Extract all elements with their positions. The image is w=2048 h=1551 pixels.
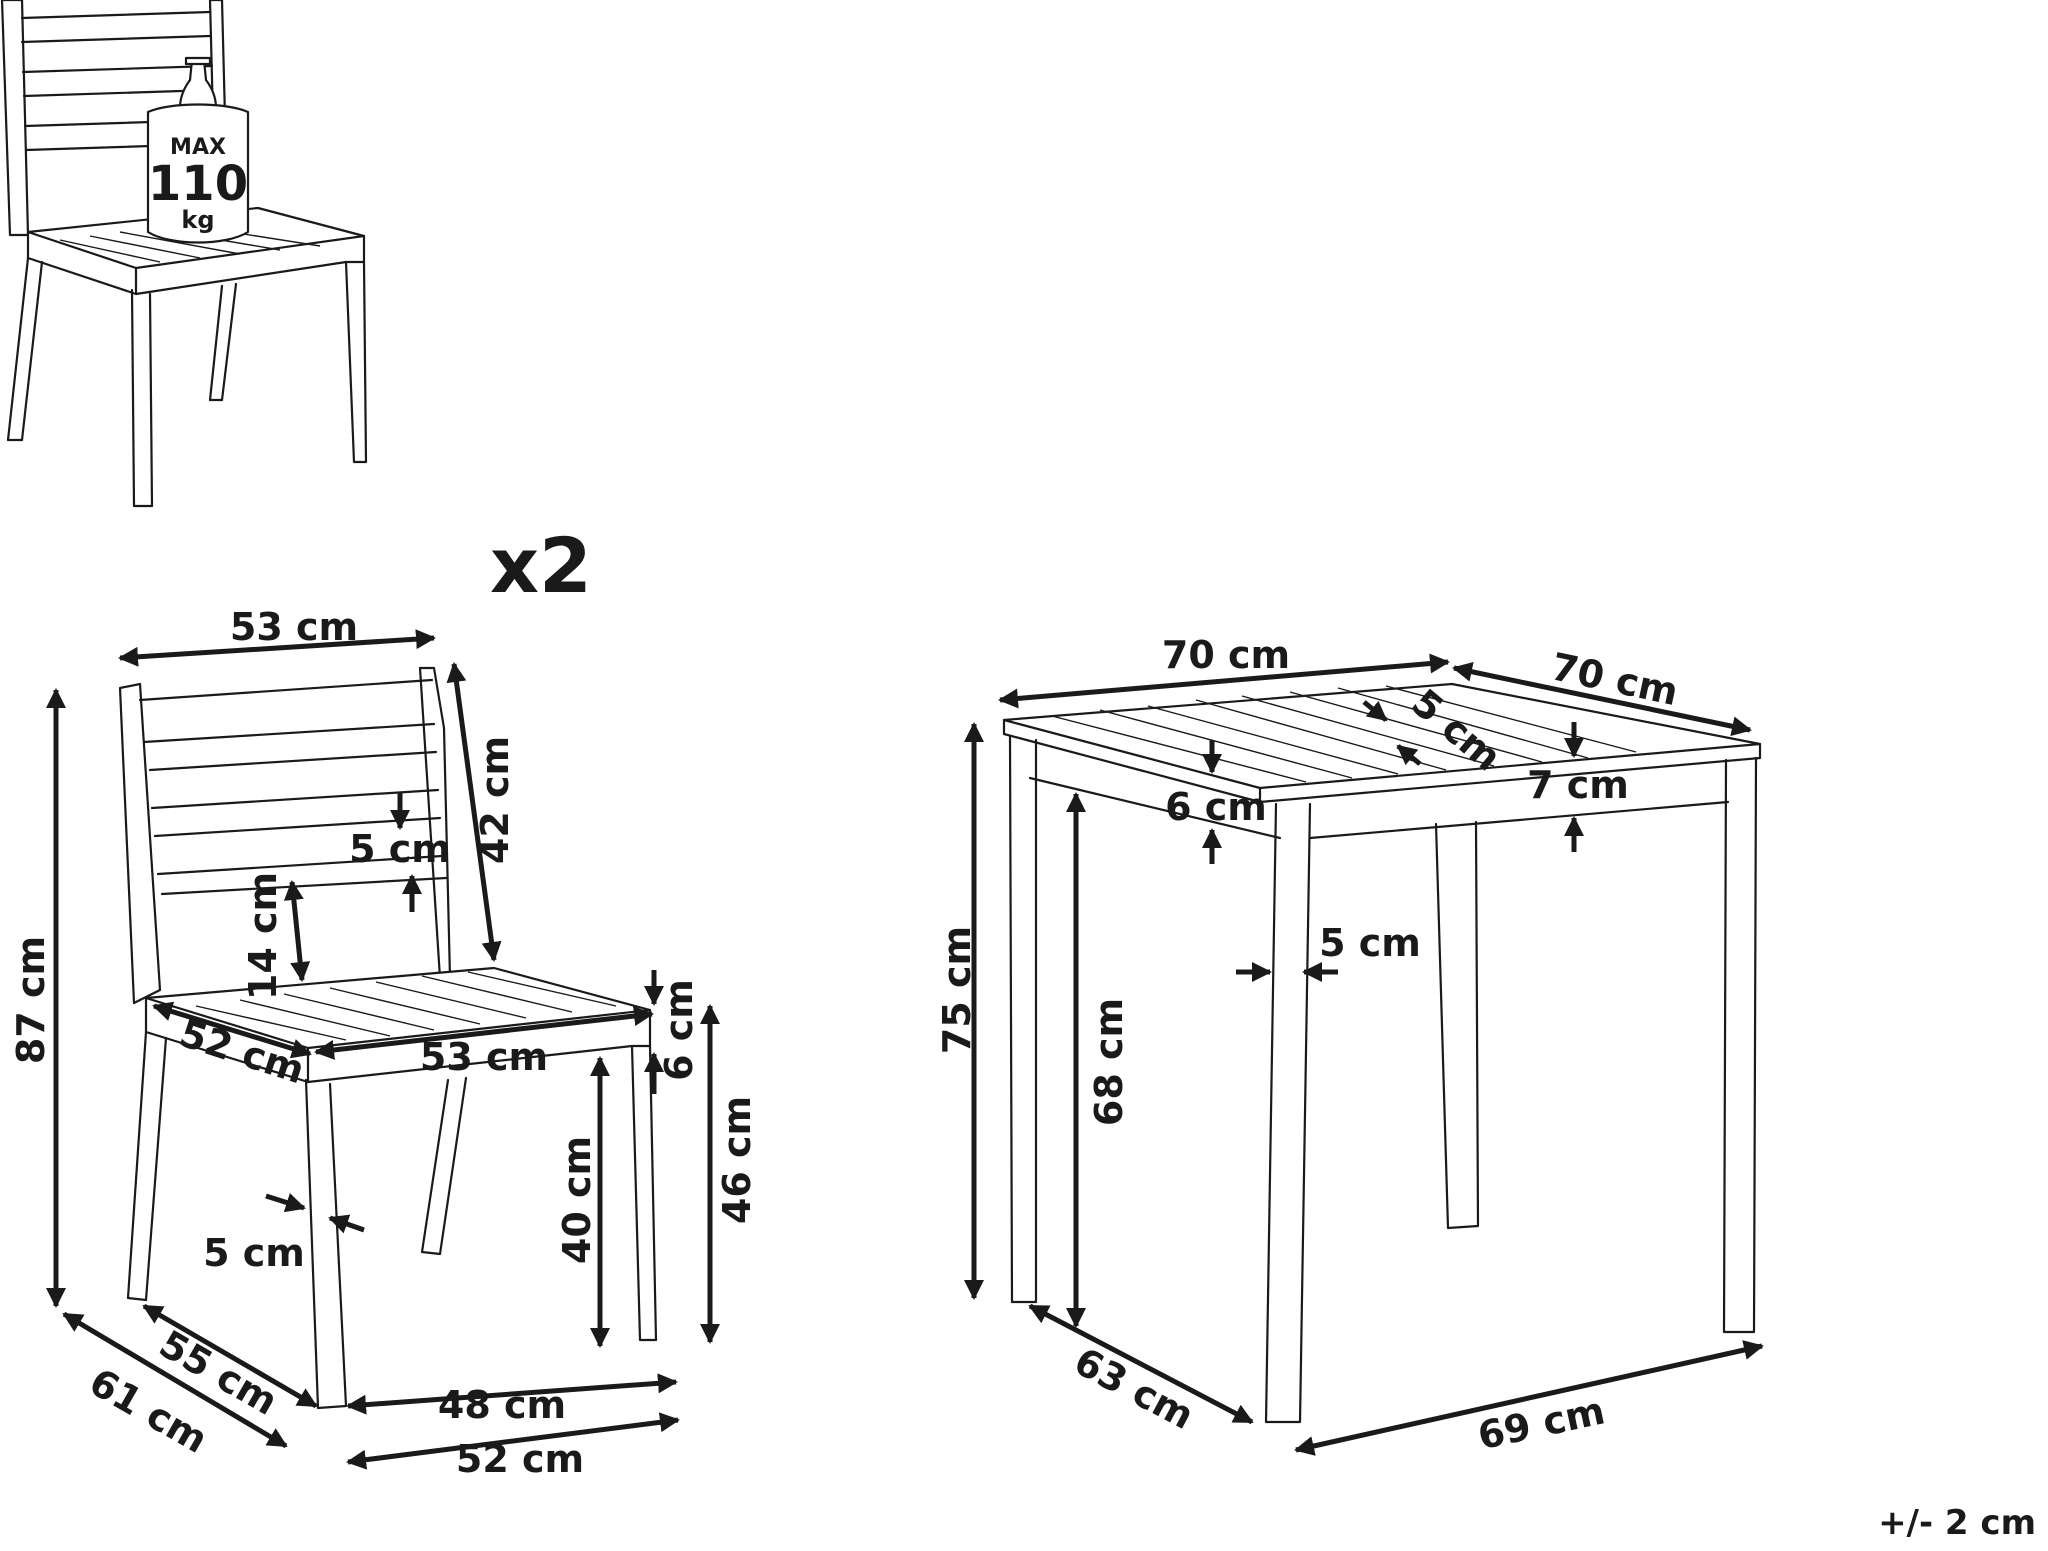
quantity-label: x2	[490, 521, 592, 610]
weight-value: 110	[148, 156, 248, 212]
table-base-width-label: 69 cm	[1474, 1388, 1609, 1458]
chair-slat-gap-label: 5 cm	[349, 827, 451, 871]
weight-max-label: MAX	[170, 135, 226, 160]
table-top-width-label: 70 cm	[1162, 633, 1290, 677]
weight-unit: kg	[181, 206, 214, 234]
chair-seat-height-label: 46 cm	[715, 1096, 759, 1224]
table-total-height-label: 75 cm	[935, 926, 979, 1054]
chair-backrest-width-label: 53 cm	[230, 605, 358, 649]
chair-total-height-label: 87 cm	[9, 936, 53, 1064]
table-leg-thickness-label: 5 cm	[1319, 921, 1421, 965]
chair-outer-width-label: 52 cm	[456, 1437, 584, 1481]
chair-seat-thickness-label: 6 cm	[657, 979, 701, 1081]
table-top-thickness-label: 6 cm	[1165, 785, 1267, 829]
chair-inner-width-label: 48 cm	[438, 1383, 566, 1427]
chair-leg-height-label: 40 cm	[555, 1136, 599, 1264]
table-apron-height-label: 7 cm	[1527, 763, 1629, 807]
tolerance-note: +/- 2 cm	[1878, 1503, 2036, 1543]
chair-lower-gap-label: 14 cm	[241, 872, 285, 1000]
chair-backrest-height-label: 42 cm	[473, 736, 517, 864]
chair-leg-thickness-label: 5 cm	[203, 1231, 305, 1275]
table-base-depth-label: 63 cm	[1067, 1339, 1201, 1438]
chair-seat-width-label: 53 cm	[420, 1035, 548, 1079]
table-clearance-label: 68 cm	[1087, 998, 1131, 1126]
reference-chair-drawing: MAX 110 kg	[0, 0, 368, 508]
